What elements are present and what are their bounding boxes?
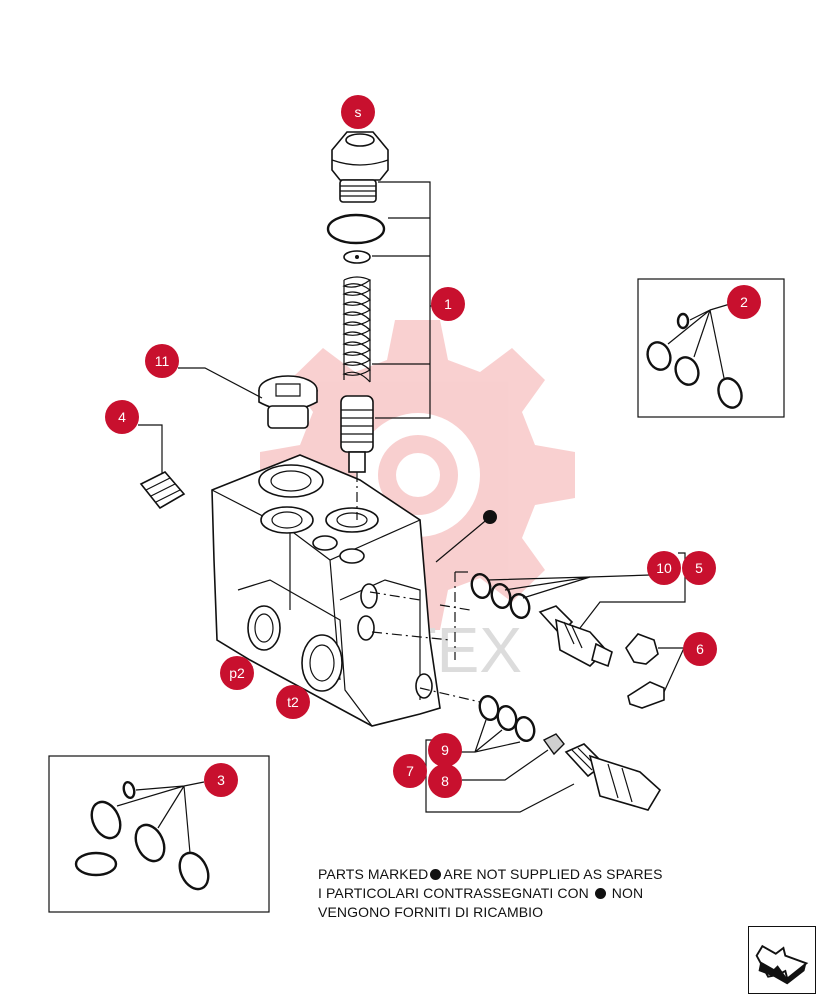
relief-cartridge-5 (538, 552, 686, 668)
callout-4: 4 (105, 400, 139, 434)
callout-p2: p2 (220, 656, 254, 690)
svg-text:9: 9 (441, 742, 449, 758)
seal-rings-9 (456, 694, 536, 753)
svg-text:s: s (355, 104, 362, 120)
svg-text:3: 3 (217, 772, 225, 788)
note-line-1: PARTS MARKED ARE NOT SUPPLIED AS SPARES (318, 866, 663, 882)
callout-2: 2 (727, 285, 761, 319)
relief-cartridge-7 (425, 739, 662, 813)
callout-7: 7 (393, 754, 427, 788)
svg-text:7: 7 (406, 763, 414, 779)
callout-6: 6 (683, 632, 717, 666)
svg-text:6: 6 (696, 641, 704, 657)
callout-5: 5 (682, 551, 716, 585)
note-line-3-text: VENGONO FORNITI DI RICAMBIO (318, 904, 544, 920)
callout-10: 10 (647, 551, 681, 585)
top-cap-part (331, 131, 389, 203)
svg-text:10: 10 (656, 560, 672, 576)
kit-3-seals (74, 780, 210, 891)
svg-text:t2: t2 (287, 694, 299, 710)
note-line-1-end: ARE NOT SUPPLIED AS SPARES (443, 866, 663, 882)
note-line-2-end: NON (611, 885, 644, 901)
callout-3: 3 (204, 763, 238, 797)
callout-1-leader (372, 181, 440, 419)
clip-parts-6 (625, 633, 685, 709)
next-page-arrow-icon (755, 944, 809, 985)
valve-body (211, 454, 441, 727)
callout-s: s (341, 95, 375, 129)
plug-part-4 (139, 471, 186, 510)
kit-2-seals (646, 303, 743, 409)
svg-text:11: 11 (155, 353, 170, 369)
filled-dot-icon (430, 869, 442, 880)
note-line-1-start: PARTS MARKED (318, 866, 429, 882)
svg-text:4: 4 (118, 409, 126, 425)
callout-1: 1 (431, 287, 465, 321)
note-line-2-start: I PARTICOLARI CONTRASSEGNATI CON (318, 885, 589, 901)
inset-box-kit-2 (637, 278, 785, 418)
callout-8: 8 (428, 764, 462, 798)
svg-text:p2: p2 (229, 665, 245, 681)
svg-text:5: 5 (695, 560, 703, 576)
callout-11: 11 (145, 344, 179, 378)
callout-9: 9 (428, 733, 462, 767)
seal-part-8 (462, 733, 565, 781)
filled-dot-icon (594, 888, 606, 899)
svg-text:8: 8 (441, 773, 449, 789)
note-line-3: VENGONO FORNITI DI RICAMBIO (318, 904, 543, 920)
seal-rings-10 (470, 572, 651, 620)
svg-text:2: 2 (740, 294, 748, 310)
cap-o-ring (326, 213, 386, 245)
callout-t2: t2 (276, 685, 310, 719)
plug-part-11 (258, 375, 318, 429)
svg-text:1: 1 (444, 296, 452, 312)
spring-part (342, 276, 372, 383)
note-line-2: I PARTICOLARI CONTRASSEGNATI CON NON (318, 885, 643, 901)
next-page-arrow-button[interactable] (748, 926, 816, 994)
